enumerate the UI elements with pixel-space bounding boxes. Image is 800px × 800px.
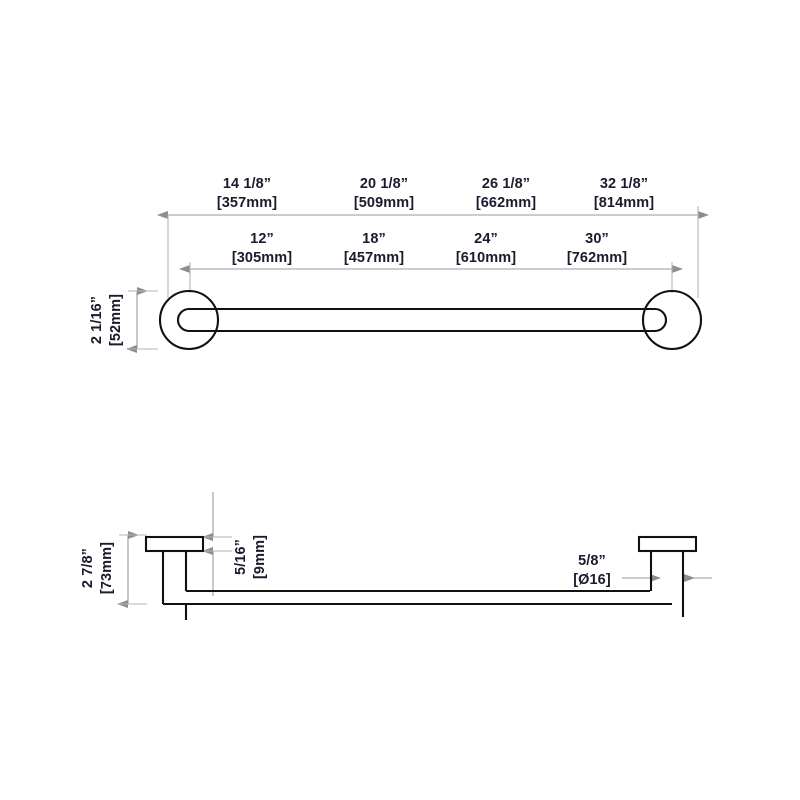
post-diameter-label-imperial: 5/8” — [578, 553, 606, 569]
front-view-part — [158, 289, 703, 351]
overall-dimension-label-4: 32 1/8” [814mm] — [594, 176, 654, 211]
center-label-3-metric: [610mm] — [456, 250, 516, 266]
overall-label-4-metric: [814mm] — [594, 195, 654, 211]
side-view-post-diameter-dimension-group: 5/8” [Ø16] — [573, 553, 712, 588]
overall-dimension-label-2: 20 1/8” [509mm] — [354, 176, 414, 211]
overall-dimension-label-3: 26 1/8” [662mm] — [476, 176, 536, 211]
side-view-projection-dimension-group: 2 7/8” [73mm] — [80, 531, 147, 608]
front-view-height-dimension-group: 2 1/16” [52mm] — [89, 287, 158, 353]
left-flange-circle — [158, 289, 220, 351]
projection-label-metric: [73mm] — [99, 542, 115, 594]
front-view-center-dimension-group: 12” [305mm] 18” [457mm] 24” [610mm] 30” … — [179, 231, 683, 293]
overall-label-3-imperial: 26 1/8” — [482, 176, 530, 192]
projection-label-imperial: 2 7/8” — [80, 548, 96, 588]
post-diameter-label-metric: [Ø16] — [573, 572, 611, 588]
overall-label-2-imperial: 20 1/8” — [360, 176, 408, 192]
side-view-thickness-dimension-group: 5/16” [9mm] — [202, 492, 268, 596]
height-label-metric: [52mm] — [108, 294, 124, 346]
overall-label-1-metric: [357mm] — [217, 195, 277, 211]
overall-label-2-metric: [509mm] — [354, 195, 414, 211]
height-label-imperial: 2 1/16” — [89, 296, 105, 344]
left-flange-plate — [144, 535, 205, 553]
overall-label-3-metric: [662mm] — [476, 195, 536, 211]
thickness-label-metric: [9mm] — [252, 535, 268, 579]
center-label-2-imperial: 18” — [362, 231, 386, 247]
center-label-4-metric: [762mm] — [567, 250, 627, 266]
center-label-1-metric: [305mm] — [232, 250, 292, 266]
towel-bar-body — [177, 307, 667, 333]
right-flange-plate — [637, 535, 698, 553]
center-dimension-label-2: 18” [457mm] — [344, 231, 404, 266]
center-dimension-label-1: 12” [305mm] — [232, 231, 292, 266]
thickness-label-imperial: 5/16” — [233, 539, 249, 575]
center-label-2-metric: [457mm] — [344, 250, 404, 266]
center-label-4-imperial: 30” — [585, 231, 609, 247]
front-view-overall-dimension-group: 14 1/8” [357mm] 20 1/8” [509mm] 26 1/8” … — [157, 176, 709, 298]
center-dimension-label-3: 24” [610mm] — [456, 231, 516, 266]
center-label-3-imperial: 24” — [474, 231, 498, 247]
right-flange-circle — [641, 289, 703, 351]
overall-dimension-label-1: 14 1/8” [357mm] — [217, 176, 277, 211]
overall-label-1-imperial: 14 1/8” — [223, 176, 271, 192]
center-dimension-label-4: 30” [762mm] — [567, 231, 627, 266]
side-view-part — [144, 535, 698, 620]
overall-label-4-imperial: 32 1/8” — [600, 176, 648, 192]
center-label-1-imperial: 12” — [250, 231, 274, 247]
